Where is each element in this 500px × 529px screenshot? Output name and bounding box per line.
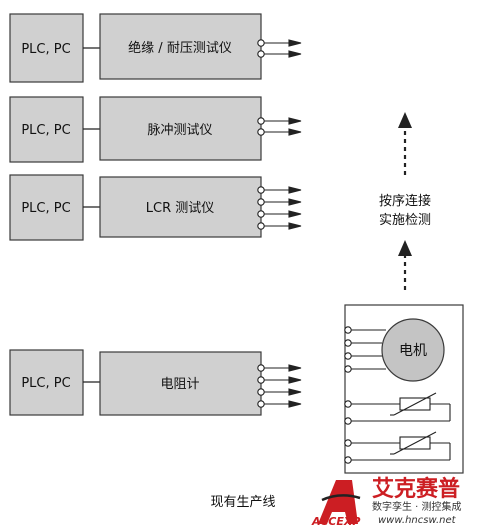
station-lcr: PLC, PC LCR 测试仪 bbox=[9, 174, 302, 241]
thermistor-2 bbox=[344, 431, 451, 464]
logo-emblem-icon bbox=[318, 480, 358, 524]
station-pulse: PLC, PC 脉冲测试仪 bbox=[9, 96, 302, 163]
plc-label: PLC, PC bbox=[21, 42, 70, 57]
logo-url: www.hncsw.net bbox=[378, 515, 457, 526]
tester-box bbox=[99, 176, 262, 238]
thermistor-1 bbox=[344, 392, 451, 425]
plc-box bbox=[9, 349, 84, 416]
plc-box bbox=[9, 13, 84, 83]
station-resistance: PLC, PC 电阻计 bbox=[9, 349, 302, 416]
logo-brand: 艾克赛普 bbox=[372, 476, 460, 502]
logo-letters: ACCEXP bbox=[311, 515, 360, 528]
tester-label: 电阻计 bbox=[160, 377, 199, 392]
watermark-logo: ACCEXP 艾克赛普 数字孪生 · 测控集成 www.hncsw.net bbox=[311, 476, 462, 528]
tester-label: 脉冲测试仪 bbox=[147, 123, 212, 138]
flow-arrow-bottom bbox=[398, 240, 412, 290]
plc-box bbox=[9, 96, 84, 163]
plc-label: PLC, PC bbox=[21, 376, 70, 391]
flow-label-line2: 实施检测 bbox=[379, 213, 431, 228]
probe-terminals bbox=[257, 39, 302, 58]
motor-label: 电机 bbox=[399, 343, 427, 359]
plc-label: PLC, PC bbox=[21, 123, 70, 138]
probe-terminals bbox=[257, 117, 302, 136]
plc-label: PLC, PC bbox=[21, 201, 70, 216]
motor-circle bbox=[381, 318, 445, 382]
caption: 现有生产线 bbox=[210, 495, 275, 510]
flow-label-line1: 按序连接 bbox=[379, 193, 431, 209]
tester-label: 绝缘 / 耐压测试仪 bbox=[128, 40, 232, 56]
tester-box bbox=[99, 13, 262, 80]
tester-label: LCR 测试仪 bbox=[146, 201, 215, 216]
probe-terminals bbox=[257, 186, 302, 230]
logo-tagline: 数字孪生 · 测控集成 bbox=[372, 500, 462, 513]
flow-arrow-top bbox=[398, 112, 412, 175]
tester-box bbox=[99, 96, 262, 161]
plc-box bbox=[9, 174, 84, 241]
motor-terminals bbox=[344, 326, 386, 373]
probe-terminals bbox=[257, 364, 302, 408]
motor-unit: 电机 bbox=[344, 304, 464, 474]
station-insulation: PLC, PC 绝缘 / 耐压测试仪 bbox=[9, 13, 302, 83]
